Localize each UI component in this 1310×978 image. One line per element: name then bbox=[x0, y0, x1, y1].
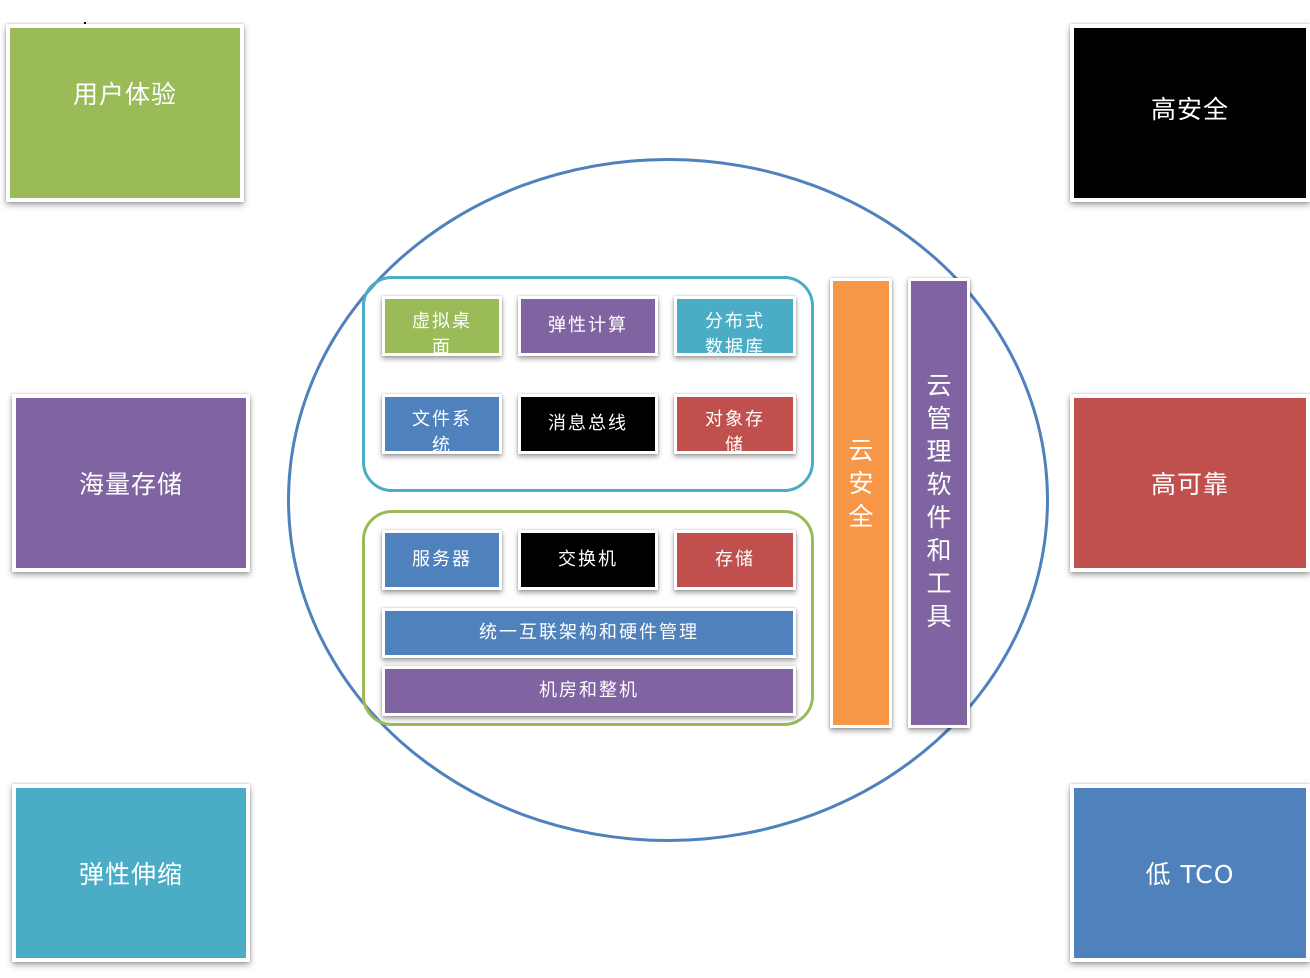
card-user-experience-label: 用户体验 bbox=[72, 80, 177, 109]
infrastructure-group bbox=[362, 510, 814, 726]
module-storage-label: 存储 bbox=[715, 549, 755, 570]
services-group bbox=[362, 276, 814, 492]
module-distributed-db-label: 分布式数据库 bbox=[705, 311, 765, 356]
module-object-storage-label: 对象存储 bbox=[705, 409, 765, 454]
module-distributed-db: 分布式数据库 bbox=[674, 296, 796, 356]
module-message-bus-label: 消息总线 bbox=[548, 413, 628, 434]
module-server-label: 服务器 bbox=[412, 549, 472, 570]
module-switch-label: 交换机 bbox=[558, 549, 618, 570]
module-file-system: 文件系统 bbox=[382, 394, 502, 454]
module-switch: 交换机 bbox=[518, 530, 658, 590]
card-mass-storage-label: 海量存储 bbox=[78, 470, 183, 499]
module-object-storage: 对象存储 bbox=[674, 394, 796, 454]
card-mass-storage: 海量存储 bbox=[12, 394, 250, 572]
module-virtual-desktop-label: 虚拟桌面 bbox=[412, 311, 472, 356]
module-datacenter-label: 机房和整机 bbox=[539, 680, 639, 701]
module-interconnect-label: 统一互联架构和硬件管理 bbox=[479, 622, 699, 643]
card-high-security-label: 高安全 bbox=[1150, 95, 1229, 124]
module-elastic-compute: 弹性计算 bbox=[518, 296, 658, 356]
card-high-reliability-label: 高可靠 bbox=[1150, 470, 1229, 499]
pillar-cloud-management: 云管理软件和工具 bbox=[908, 278, 970, 728]
card-user-experience: 用户体验 bbox=[6, 24, 244, 202]
card-high-reliability: 高可靠 bbox=[1070, 394, 1310, 572]
card-high-security: 高安全 bbox=[1070, 24, 1310, 202]
pillar-cloud-management-label: 云管理软件和工具 bbox=[926, 371, 952, 631]
module-interconnect: 统一互联架构和硬件管理 bbox=[382, 608, 796, 658]
card-elastic-scaling: 弹性伸缩 bbox=[12, 784, 250, 962]
module-datacenter: 机房和整机 bbox=[382, 666, 796, 716]
card-low-tco-label: 低 TCO bbox=[1145, 860, 1235, 889]
module-virtual-desktop: 虚拟桌面 bbox=[382, 296, 502, 356]
module-storage: 存储 bbox=[674, 530, 796, 590]
pillar-cloud-security: 云安全 bbox=[830, 278, 892, 728]
module-message-bus: 消息总线 bbox=[518, 394, 658, 454]
pillar-cloud-security-label: 云安全 bbox=[848, 435, 874, 531]
module-server: 服务器 bbox=[382, 530, 502, 590]
module-elastic-compute-label: 弹性计算 bbox=[548, 315, 628, 336]
architecture-circle bbox=[287, 158, 1049, 842]
card-low-tco: 低 TCO bbox=[1070, 784, 1310, 962]
module-file-system-label: 文件系统 bbox=[412, 409, 472, 454]
card-elastic-scaling-label: 弹性伸缩 bbox=[78, 860, 183, 889]
